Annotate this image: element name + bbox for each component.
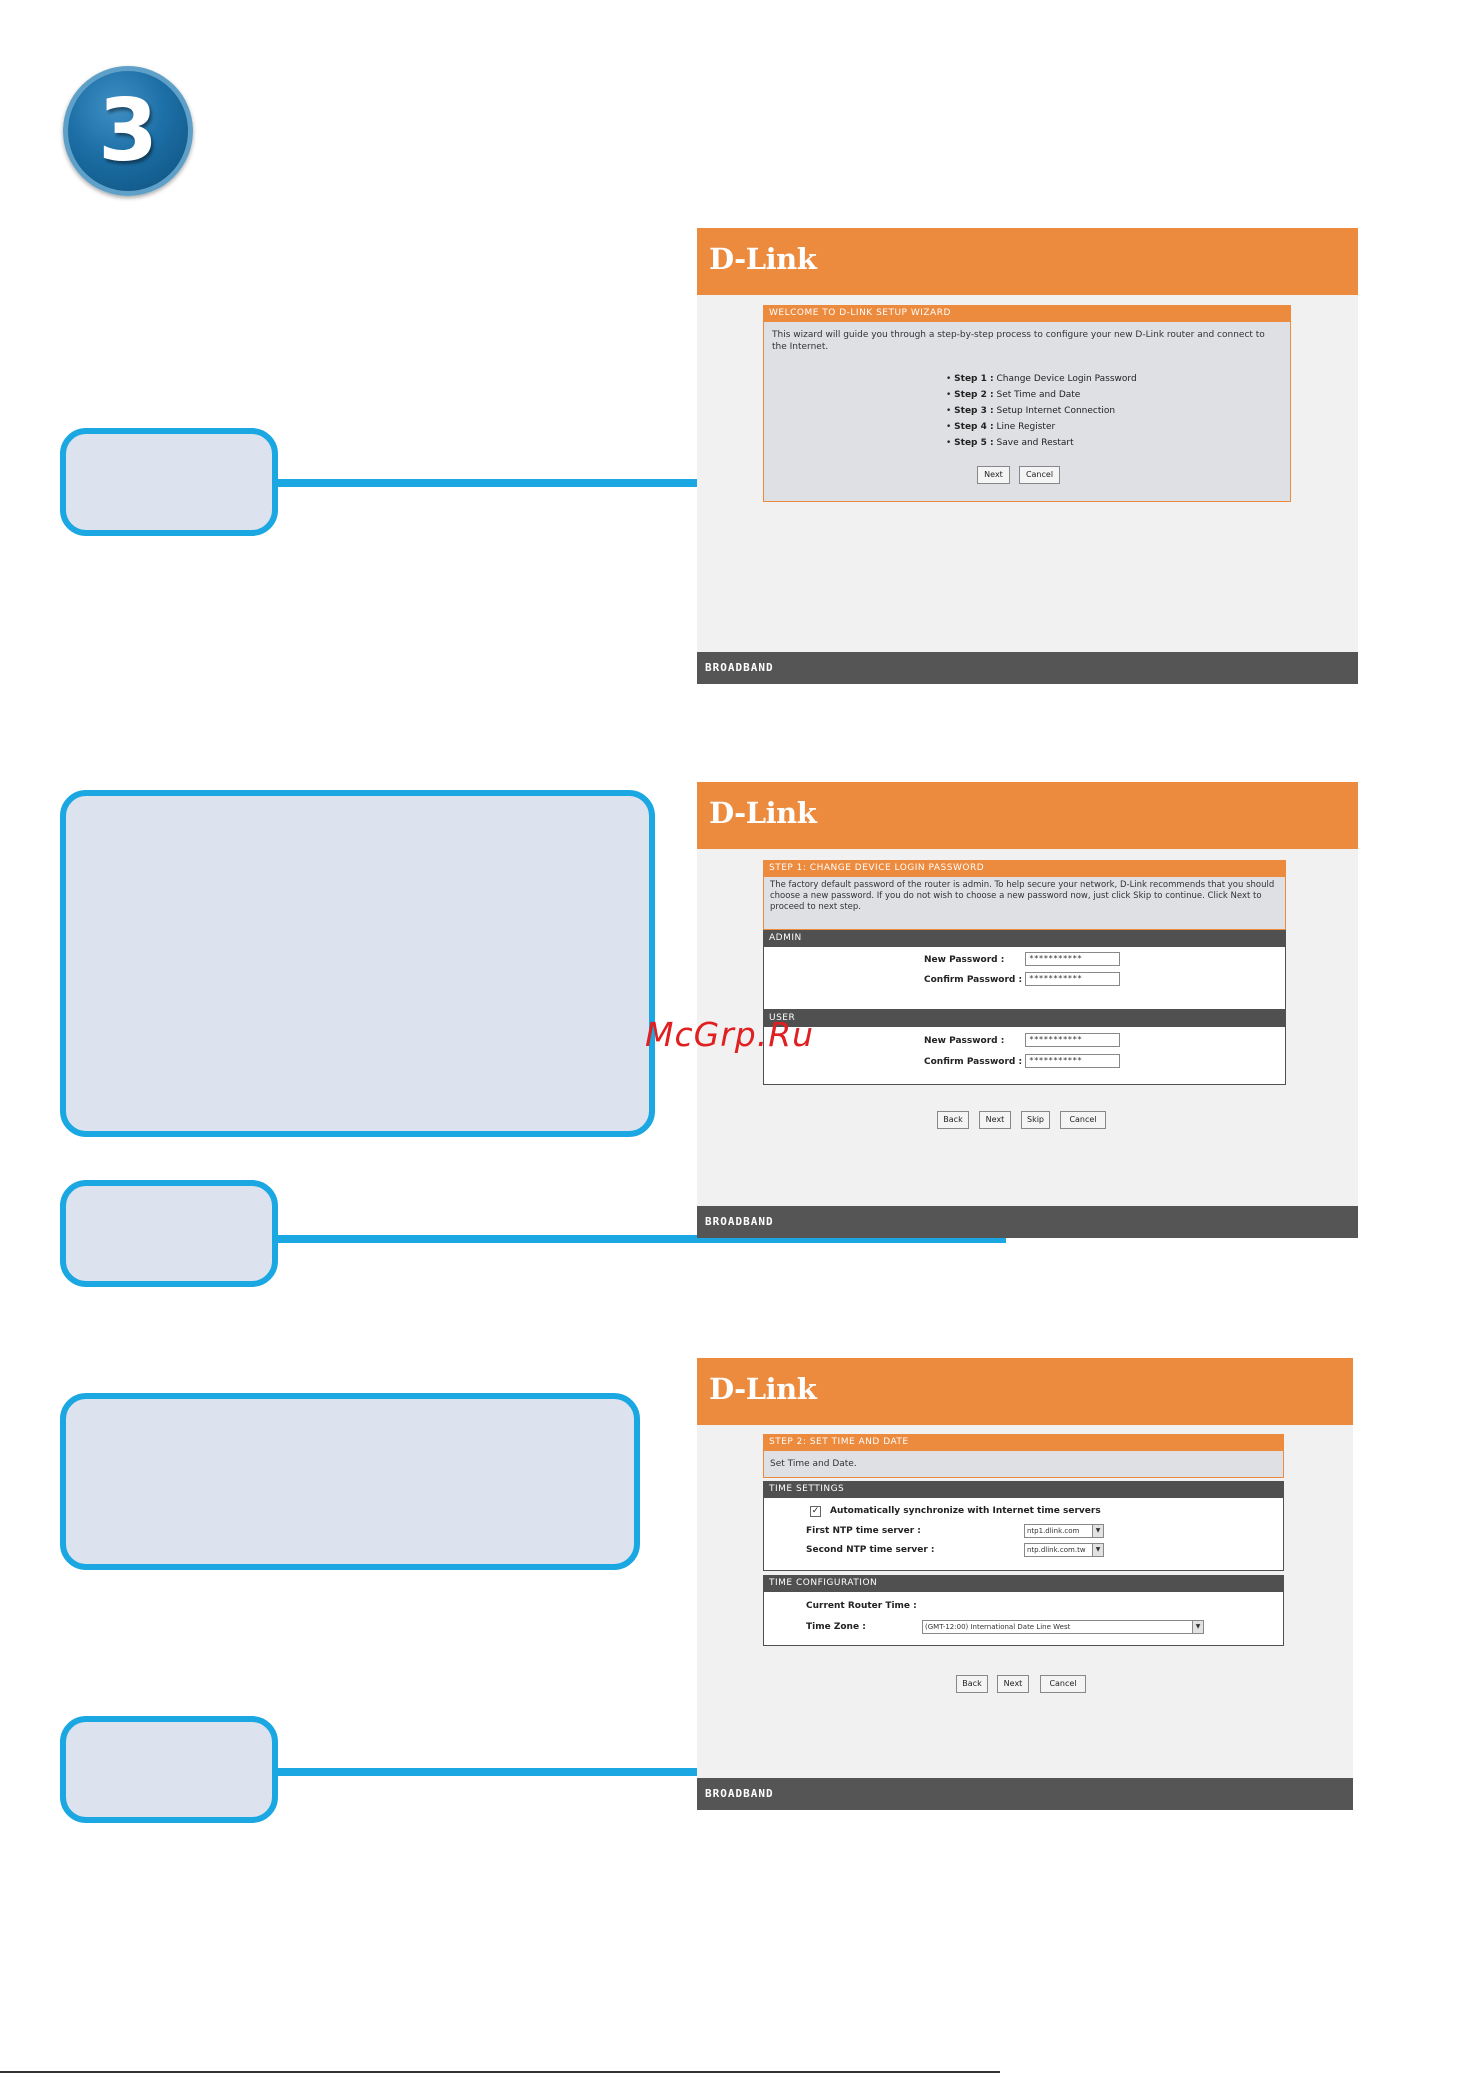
footer-text: BROADBAND xyxy=(705,1215,774,1228)
next-button[interactable]: Next xyxy=(977,466,1010,484)
admin-section: New Password : *********** Confirm Passw… xyxy=(763,947,1286,1010)
step-label: Step 4 : xyxy=(954,422,994,432)
dlink-logo: D-Link xyxy=(709,796,817,830)
step-text: Setup Internet Connection xyxy=(996,406,1116,416)
user-confirm-password-input[interactable]: *********** xyxy=(1025,1054,1120,1068)
callout-box-welcome-next xyxy=(60,428,278,536)
broadband-footer: BROADBAND xyxy=(697,652,1358,684)
step-list-item: • Step 5 : Save and Restart xyxy=(946,438,1074,448)
step-label: Step 3 : xyxy=(954,406,994,416)
step-text: Change Device Login Password xyxy=(996,374,1137,384)
screenshot-change-password: D-Link STEP 1: CHANGE DEVICE LOGIN PASSW… xyxy=(697,782,1358,1238)
field-label: Time Zone : xyxy=(806,1622,866,1632)
step-label: Step 5 : xyxy=(954,438,994,448)
step-text: Set Time and Date xyxy=(996,390,1081,400)
time-panel: STEP 2: SET TIME AND DATE Set Time and D… xyxy=(763,1434,1284,1646)
field-label: Current Router Time : xyxy=(806,1601,917,1611)
next-button[interactable]: Next xyxy=(997,1675,1029,1693)
panel-intro: Set Time and Date. xyxy=(763,1451,1284,1478)
welcome-panel: WELCOME TO D-LINK SETUP WIZARD This wiza… xyxy=(763,305,1291,502)
step-list-item: • Step 2 : Set Time and Date xyxy=(946,390,1081,400)
cancel-button[interactable]: Cancel xyxy=(1040,1675,1086,1693)
admin-confirm-password-input[interactable]: *********** xyxy=(1025,972,1120,986)
step-number: 3 xyxy=(98,81,158,181)
time-configuration-section: Current Router Time : Time Zone : (GMT-1… xyxy=(763,1592,1284,1646)
dlink-header-bar: D-Link xyxy=(697,782,1358,849)
field-label: Confirm Password : xyxy=(924,975,1023,985)
password-panel: STEP 1: CHANGE DEVICE LOGIN PASSWORD The… xyxy=(763,860,1286,1085)
step-text: Save and Restart xyxy=(996,438,1074,448)
dlink-logo: D-Link xyxy=(709,242,817,276)
admin-new-password-input[interactable]: *********** xyxy=(1025,952,1120,966)
user-new-password-input[interactable]: *********** xyxy=(1025,1033,1120,1047)
field-label: New Password : xyxy=(924,1036,1005,1046)
user-section: New Password : *********** Confirm Passw… xyxy=(763,1027,1286,1085)
auto-sync-label: Automatically synchronize with Internet … xyxy=(830,1506,1101,1516)
broadband-footer: BROADBAND xyxy=(697,1778,1353,1810)
callout-box-password-next xyxy=(60,1180,278,1287)
chevron-down-icon: ▼ xyxy=(1092,1525,1103,1537)
broadband-footer: BROADBAND xyxy=(697,1206,1358,1238)
panel-title: WELCOME TO D-LINK SETUP WIZARD xyxy=(763,305,1291,322)
step-list-item: • Step 1 : Change Device Login Password xyxy=(946,374,1137,384)
skip-button[interactable]: Skip xyxy=(1021,1111,1050,1129)
connector-line xyxy=(278,1768,1023,1776)
field-label: New Password : xyxy=(924,955,1005,965)
time-intro-text: Set Time and Date. xyxy=(770,1459,857,1469)
dlink-header-bar: D-Link xyxy=(697,1358,1353,1425)
watermark-text: McGrp.Ru xyxy=(645,1015,815,1054)
dlink-header-bar: D-Link xyxy=(697,228,1358,295)
panel-title: STEP 1: CHANGE DEVICE LOGIN PASSWORD xyxy=(763,860,1286,877)
time-settings-title: TIME SETTINGS xyxy=(763,1481,1284,1498)
connector-line xyxy=(278,1235,1006,1243)
field-label: Second NTP time server : xyxy=(806,1545,935,1555)
callout-box-time-description xyxy=(60,1393,640,1570)
auto-sync-checkbox[interactable]: ✓ xyxy=(810,1506,821,1517)
second-ntp-server-select[interactable]: ntp.dlink.com.tw ▼ xyxy=(1024,1543,1104,1557)
first-ntp-server-select[interactable]: ntp1.dlink.com ▼ xyxy=(1024,1524,1104,1538)
select-value: ntp.dlink.com.tw xyxy=(1027,1546,1086,1554)
user-section-title: USER xyxy=(763,1010,1286,1027)
step-text: Line Register xyxy=(996,422,1056,432)
step-list-item: • Step 4 : Line Register xyxy=(946,422,1056,432)
screenshot-set-time-date: D-Link STEP 2: SET TIME AND DATE Set Tim… xyxy=(697,1358,1353,1810)
field-label: First NTP time server : xyxy=(806,1526,921,1536)
panel-body: This wizard will guide you through a ste… xyxy=(763,322,1291,502)
screenshot-welcome-wizard: D-Link WELCOME TO D-LINK SETUP WIZARD Th… xyxy=(697,228,1358,684)
time-configuration-title: TIME CONFIGURATION xyxy=(763,1575,1284,1592)
step-label: Step 2 : xyxy=(954,390,994,400)
password-intro-text: The factory default password of the rout… xyxy=(770,880,1275,912)
time-zone-select[interactable]: (GMT-12:00) International Date Line West… xyxy=(922,1620,1204,1634)
time-settings-section: ✓ Automatically synchronize with Interne… xyxy=(763,1498,1284,1571)
step-list-item: • Step 3 : Setup Internet Connection xyxy=(946,406,1116,416)
cancel-button[interactable]: Cancel xyxy=(1060,1111,1106,1129)
footer-text: BROADBAND xyxy=(705,1787,774,1800)
admin-section-title: ADMIN xyxy=(763,930,1286,947)
step-number-badge: 3 xyxy=(63,66,193,196)
callout-box-password-description xyxy=(60,790,655,1137)
field-label: Confirm Password : xyxy=(924,1057,1023,1067)
wizard-intro-text: This wizard will guide you through a ste… xyxy=(772,330,1265,352)
chevron-down-icon: ▼ xyxy=(1192,1621,1203,1633)
chevron-down-icon: ▼ xyxy=(1092,1544,1103,1556)
footer-text: BROADBAND xyxy=(705,661,774,674)
callout-box-time-next xyxy=(60,1716,278,1823)
bottom-divider xyxy=(0,2071,1000,2073)
dlink-logo: D-Link xyxy=(709,1372,817,1406)
select-value: (GMT-12:00) International Date Line West xyxy=(925,1623,1071,1631)
step-label: Step 1 : xyxy=(954,374,994,384)
panel-title: STEP 2: SET TIME AND DATE xyxy=(763,1434,1284,1451)
select-value: ntp1.dlink.com xyxy=(1027,1527,1080,1535)
back-button[interactable]: Back xyxy=(937,1111,969,1129)
cancel-button[interactable]: Cancel xyxy=(1019,466,1060,484)
connector-line xyxy=(278,479,965,487)
panel-intro: The factory default password of the rout… xyxy=(763,877,1286,930)
next-button[interactable]: Next xyxy=(979,1111,1011,1129)
back-button[interactable]: Back xyxy=(956,1675,988,1693)
